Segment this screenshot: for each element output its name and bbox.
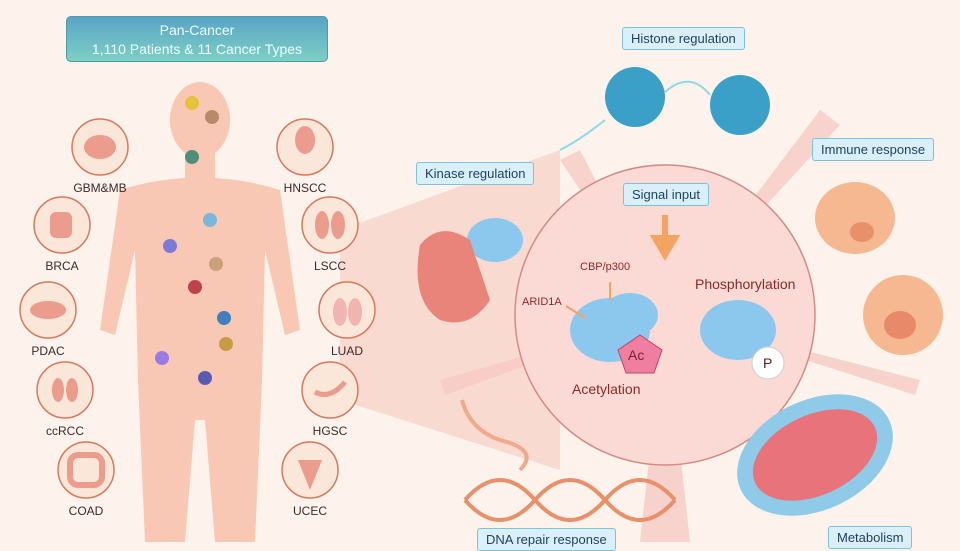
proteins bbox=[467, 218, 776, 362]
label-gbm-mb: GBM&MB bbox=[73, 181, 127, 195]
histone-spheres bbox=[559, 67, 770, 151]
label-ucec: UCEC bbox=[292, 504, 327, 518]
title: Pan-Cancer bbox=[159, 22, 235, 38]
label-hgsc: HGSC bbox=[312, 424, 348, 438]
pathway-circle bbox=[514, 164, 816, 466]
immune-cells bbox=[815, 182, 943, 355]
signal-arrow-icon bbox=[649, 215, 681, 261]
tag-kinase-regulation: Kinase regulation bbox=[416, 162, 535, 185]
cbp-p300-label: CBP/p300 bbox=[580, 261, 631, 273]
kinase-protein bbox=[417, 231, 490, 323]
acetyl-pentagon-icon bbox=[617, 334, 663, 374]
tag-immune-response: Immune response bbox=[812, 138, 935, 161]
human-body bbox=[100, 82, 300, 542]
phosphorylation-label: Phosphorylation bbox=[695, 276, 796, 292]
tag-signal-input: Signal input bbox=[623, 183, 709, 206]
pan-cancer-title-box: Pan-Cancer 1,110 Patients & 11 Cancer Ty… bbox=[66, 16, 328, 62]
tag-metabolism: Metabolism bbox=[828, 526, 913, 549]
tag-dna-repair-response: DNA repair response bbox=[477, 528, 616, 551]
label-brca: BRCA bbox=[45, 259, 79, 273]
ac-label: Ac bbox=[628, 347, 645, 363]
label-pdac: PDAC bbox=[31, 344, 65, 358]
phosphate-icon bbox=[751, 346, 785, 380]
arid1a-label: ARID1A bbox=[522, 296, 562, 308]
subtitle: 1,110 Patients & 11 Cancer Types bbox=[91, 41, 303, 57]
label-coad: COAD bbox=[68, 504, 104, 518]
label-lscc: LSCC bbox=[313, 259, 346, 273]
p-label: P bbox=[763, 355, 773, 371]
tag-histone-regulation: Histone regulation bbox=[622, 27, 745, 50]
dna-helix bbox=[460, 399, 677, 522]
acetylation-label: Acetylation bbox=[572, 381, 641, 397]
label-ccrcc: ccRCC bbox=[46, 424, 84, 438]
tumor-markers bbox=[155, 96, 233, 385]
label-luad: LUAD bbox=[330, 344, 363, 358]
label-hnscc: HNSCC bbox=[283, 181, 327, 195]
